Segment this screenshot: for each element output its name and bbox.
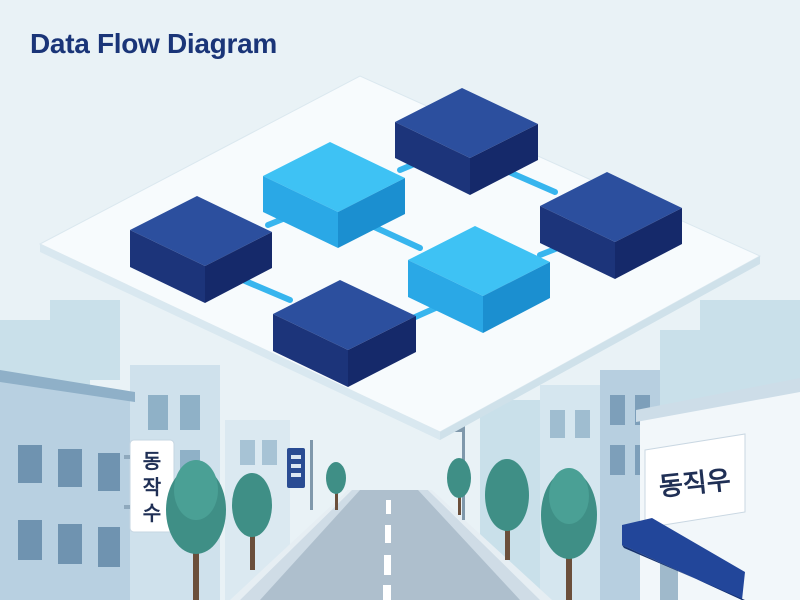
vertical-sign-char-1: 동 bbox=[143, 449, 161, 473]
left-building-front bbox=[0, 370, 135, 600]
node-center-left[interactable] bbox=[263, 142, 405, 248]
diagram-title: Data Flow Diagram bbox=[30, 28, 277, 59]
connector-left-bottom bbox=[235, 275, 293, 303]
connector-center-left-center-right bbox=[367, 222, 423, 251]
vertical-sign-char-2: 작 bbox=[143, 475, 162, 499]
building-sign: 동직우 bbox=[644, 433, 746, 529]
node-bottom[interactable] bbox=[273, 280, 416, 387]
small-panel-sign bbox=[287, 448, 305, 488]
node-top-right[interactable] bbox=[395, 88, 538, 195]
building-sign-text: 동직우 bbox=[658, 465, 733, 502]
trees bbox=[166, 458, 597, 600]
node-left[interactable] bbox=[130, 196, 272, 303]
node-right[interactable] bbox=[540, 172, 682, 279]
node-center-right[interactable] bbox=[408, 226, 550, 333]
awning bbox=[622, 518, 745, 600]
diagram-platform bbox=[38, 75, 762, 440]
vertical-sign-char-3: 수 bbox=[143, 501, 161, 525]
road bbox=[230, 490, 552, 600]
vertical-sign: 동 작 수 bbox=[124, 439, 175, 533]
